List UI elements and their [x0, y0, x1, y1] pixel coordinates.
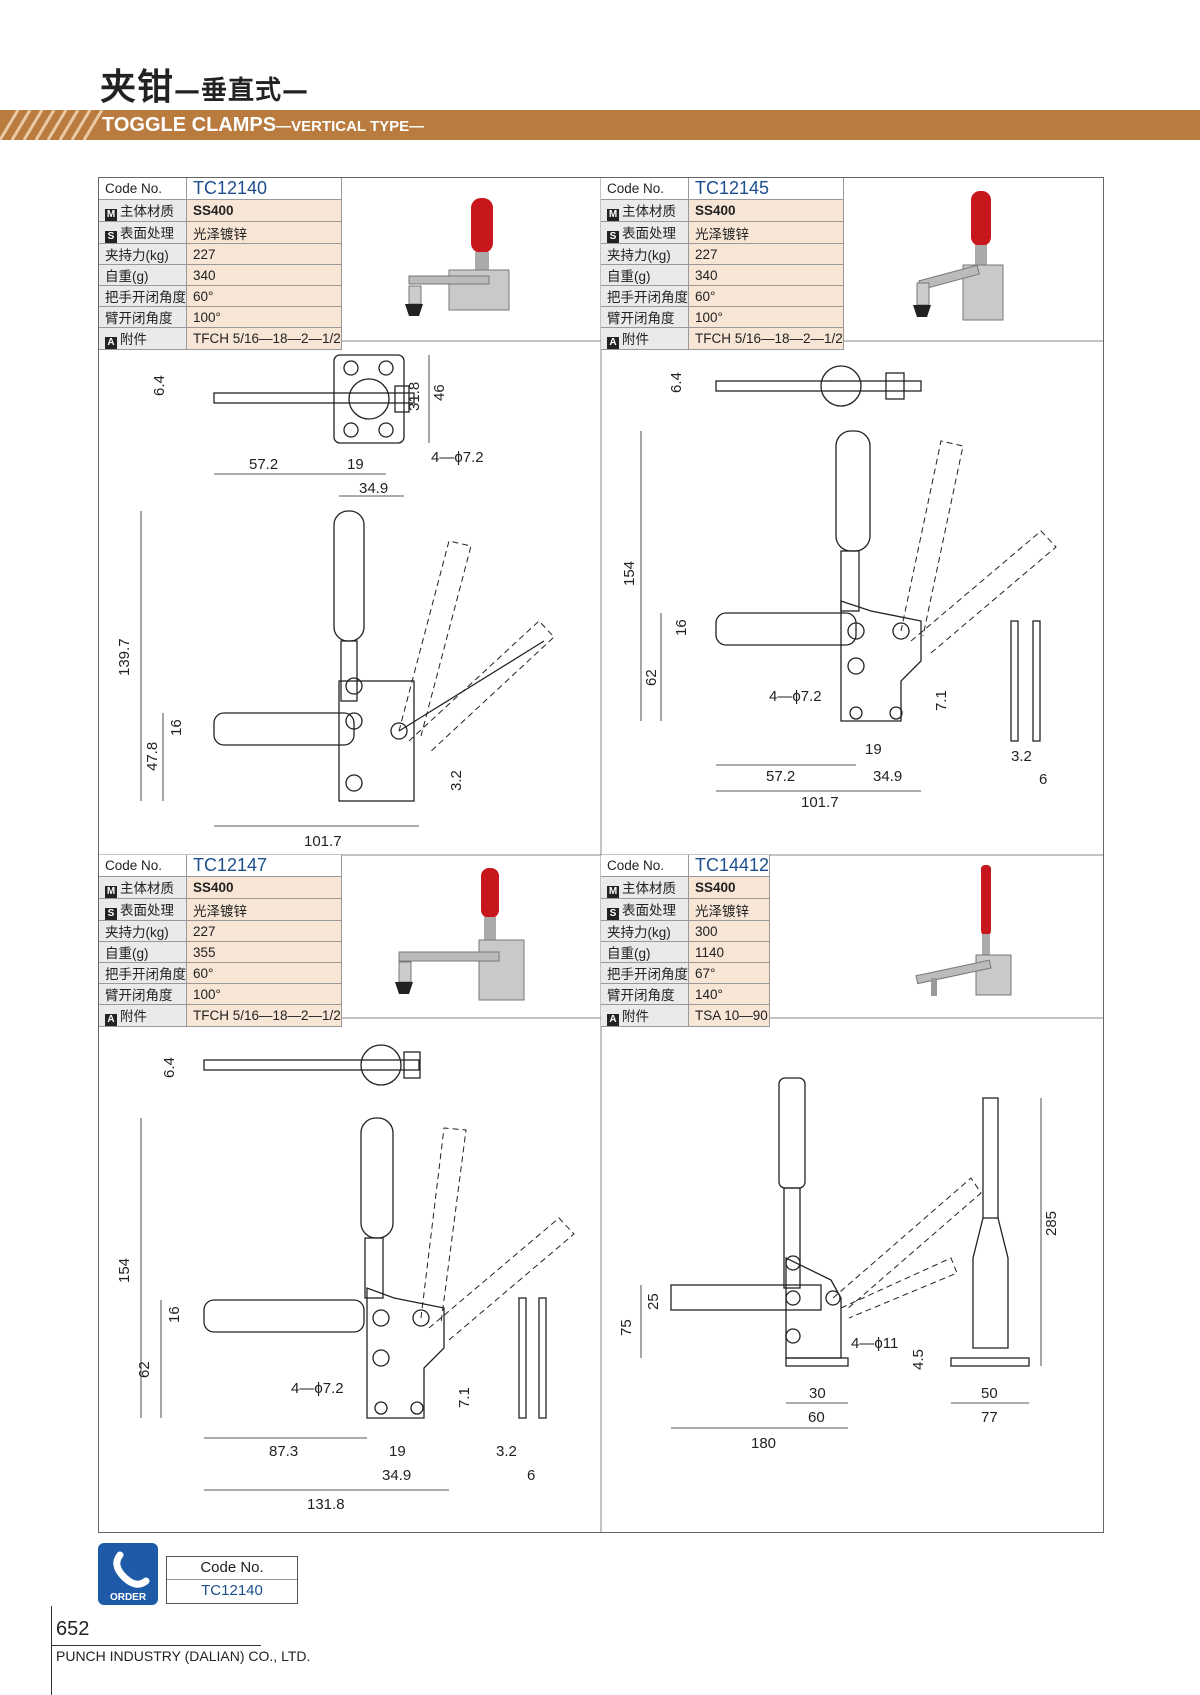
dim-label: 7.1 [933, 690, 950, 711]
dim-label: 34.9 [359, 480, 388, 497]
product-photo [405, 198, 510, 316]
dim-label: 6.4 [668, 372, 685, 393]
product-photo [913, 191, 1004, 321]
dim-label: 46 [431, 384, 448, 401]
dim-label: 34.9 [382, 1467, 411, 1484]
dim-label: 3.2 [448, 770, 465, 791]
dim-label: 180 [751, 1435, 776, 1452]
page-number: 652 [56, 1618, 90, 1640]
dim-label: 131.8 [307, 1496, 345, 1513]
drawing-tc12147: 6.4 154 16 62 4—ϕ7.2 7.1 87.3 19 34.9 3.… [116, 1044, 575, 1513]
dim-label: 6.4 [151, 375, 168, 396]
dim-label: 3.2 [1011, 748, 1032, 765]
dim-label: 6 [527, 1467, 535, 1484]
drawing-tc12140: 6.4 31.8 46 57.2 19 4—ϕ7.2 34.9 139.7 16… [116, 354, 555, 850]
drawing-tc14412: 285 25 75 4—ϕ11 4.5 30 60 180 50 77 [618, 1077, 1060, 1452]
order-code-value: TC12140 [167, 1579, 297, 1602]
footer-rule [51, 1645, 261, 1646]
order-code-box: Code No. TC12140 [166, 1556, 298, 1604]
page-title-cn: 夹钳—垂直式— [100, 67, 310, 108]
dim-label: 62 [136, 1361, 153, 1378]
dim-label: 19 [389, 1443, 406, 1460]
dim-label: 6.4 [161, 1057, 178, 1078]
dim-label: 154 [621, 561, 638, 586]
dim-label: 7.1 [456, 1387, 473, 1408]
dim-label: 75 [618, 1319, 635, 1336]
dim-label: 16 [673, 619, 690, 636]
dim-label: 4—ϕ11 [851, 1335, 898, 1352]
dim-label: 16 [168, 719, 185, 736]
drawing-tc12145: 6.4 154 16 62 4—ϕ7.2 7.1 19 57.2 34.9 10… [621, 365, 1057, 811]
page-title-en: TOGGLE CLAMPS—VERTICAL TYPE— [102, 114, 425, 136]
dim-label: 19 [347, 456, 364, 473]
dim-label: 34.9 [873, 768, 902, 785]
title-banner [0, 110, 1200, 140]
product-photo [915, 865, 1012, 996]
dim-label: 57.2 [249, 456, 278, 473]
dim-label: 285 [1043, 1211, 1060, 1236]
product-photo [395, 868, 525, 1001]
dim-label: 62 [643, 669, 660, 686]
dim-label: 77 [981, 1409, 998, 1426]
dim-label: 139.7 [116, 638, 133, 676]
order-icon: ORDER [98, 1543, 158, 1605]
company-name: PUNCH INDUSTRY (DALIAN) CO., LTD. [56, 1648, 311, 1664]
dim-label: 31.8 [406, 382, 423, 411]
dim-label: 3.2 [496, 1443, 517, 1460]
footer-rule [51, 1606, 52, 1695]
dim-label: 4.5 [910, 1349, 927, 1370]
dim-label: 25 [645, 1293, 662, 1310]
dim-label: 101.7 [801, 794, 839, 811]
dim-label: 101.7 [304, 833, 342, 850]
order-code-label: Code No. [200, 1559, 264, 1576]
dim-label: 6 [1039, 771, 1047, 788]
dim-label: 57.2 [766, 768, 795, 785]
banner-stripes [0, 110, 104, 140]
dim-label: 19 [865, 741, 882, 758]
dim-label: 60 [808, 1409, 825, 1426]
dim-label: 16 [166, 1306, 183, 1323]
dim-label: 154 [116, 1258, 133, 1283]
dim-label: 50 [981, 1385, 998, 1402]
dim-label: 4—ϕ7.2 [431, 449, 484, 466]
dim-label: 47.8 [144, 742, 161, 771]
dim-label: 4—ϕ7.2 [769, 688, 822, 705]
dim-label: 87.3 [269, 1443, 298, 1460]
dim-label: 4—ϕ7.2 [291, 1380, 344, 1397]
order-logo-text: ORDER [110, 1592, 147, 1603]
dim-label: 30 [809, 1385, 826, 1402]
